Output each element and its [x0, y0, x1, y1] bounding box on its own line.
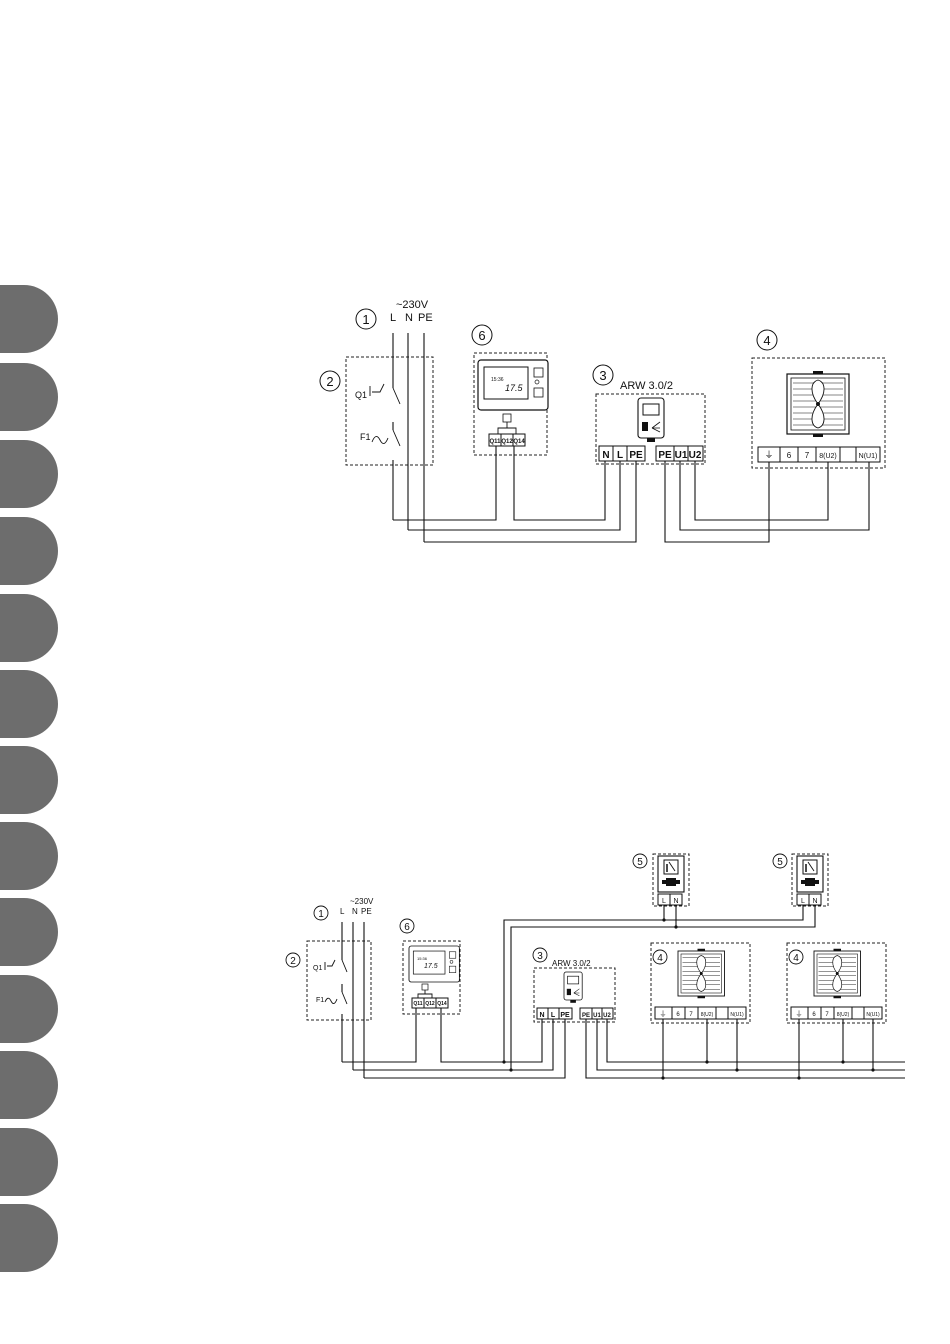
- callout-4b-bottom: 4: [789, 950, 803, 964]
- callout-4: 4: [757, 330, 777, 350]
- f1-label: F1: [360, 432, 371, 442]
- controller-box: ARW 3.0/2 N L PE PE U1 U2: [596, 380, 705, 464]
- svg-text:6: 6: [404, 922, 410, 933]
- controller-icon-bottom: [564, 972, 582, 1003]
- svg-text:N(U1): N(U1): [859, 453, 878, 460]
- svg-text:3: 3: [537, 951, 543, 962]
- callout-2: 2: [320, 371, 340, 391]
- valve-actuator-2: L N: [792, 854, 828, 906]
- svg-text:N: N: [673, 898, 678, 905]
- supply-n-label-bottom: N: [352, 907, 358, 916]
- callout-6: 6: [472, 325, 492, 345]
- fan-icon-bottom-1: [678, 949, 725, 999]
- fan-unit-box: ⏚ 6 7 8(U2) N(U1): [752, 358, 885, 468]
- switchgear-box-bottom: Q1 F1: [307, 922, 371, 1078]
- supply-n-label: N: [405, 312, 413, 324]
- q1-label: Q1: [355, 390, 367, 400]
- svg-text:6: 6: [787, 451, 792, 460]
- svg-text:17.5: 17.5: [505, 383, 524, 393]
- svg-text:Q11: Q11: [489, 439, 501, 445]
- svg-text:PE: PE: [560, 1012, 570, 1019]
- controller-name-bottom: ARW 3.0/2: [552, 959, 591, 968]
- svg-text:4: 4: [793, 953, 799, 964]
- callout-5a-bottom: 5: [633, 854, 647, 868]
- svg-text:1: 1: [362, 312, 369, 327]
- callout-1: 1: [356, 309, 376, 329]
- svg-text:U2: U2: [689, 450, 702, 461]
- svg-text:⏚: ⏚: [796, 1010, 803, 1018]
- thermostat-box-bottom: 15:36 17.5 Q11 Q12 Q14: [403, 941, 460, 1014]
- controller-icon: [638, 398, 664, 442]
- supply-pe-label: PE: [418, 312, 433, 324]
- svg-text:U1: U1: [593, 1013, 601, 1019]
- svg-text:5: 5: [637, 857, 643, 868]
- callout-5b-bottom: 5: [773, 854, 787, 868]
- svg-text:L: L: [617, 450, 623, 461]
- svg-text:L: L: [801, 898, 805, 905]
- supply-l-label-bottom: L: [340, 907, 345, 916]
- valve-actuator-1: L N: [653, 854, 689, 906]
- svg-text:Q14: Q14: [437, 1001, 447, 1007]
- svg-text:⏚: ⏚: [660, 1010, 667, 1018]
- q1-label-bottom: Q1: [313, 965, 322, 972]
- callout-1-bottom: 1: [314, 906, 328, 920]
- callout-3: 3: [593, 365, 613, 385]
- svg-text:2: 2: [290, 956, 296, 967]
- supply-voltage-bottom: ~230V: [350, 897, 374, 906]
- f1-label-bottom: F1: [316, 997, 324, 1004]
- svg-text:8(U2): 8(U2): [837, 1012, 850, 1018]
- callout-2-bottom: 2: [286, 953, 300, 967]
- svg-text:15:36: 15:36: [491, 377, 504, 383]
- svg-text:PE: PE: [582, 1013, 590, 1019]
- svg-text:8(U2): 8(U2): [819, 453, 837, 460]
- svg-text:7: 7: [805, 451, 810, 460]
- svg-text:Q11: Q11: [413, 1001, 422, 1007]
- svg-text:Q12: Q12: [501, 439, 513, 445]
- svg-text:PE: PE: [658, 450, 672, 461]
- fan-icon: [787, 371, 849, 437]
- svg-text:⏚: ⏚: [764, 450, 773, 460]
- callout-3-bottom: 3: [533, 948, 547, 962]
- svg-text:1: 1: [318, 909, 324, 920]
- valve-icon-1: [658, 856, 684, 892]
- svg-text:17.5: 17.5: [424, 963, 438, 970]
- diagram-bottom: ~230V L N PE 1 2 6 3 4 4 5: [286, 854, 905, 1080]
- supply-voltage: ~230V: [396, 299, 429, 311]
- svg-text:N: N: [602, 450, 609, 461]
- svg-text:4: 4: [763, 333, 770, 348]
- supply-l-label: L: [390, 312, 396, 324]
- callout-4a-bottom: 4: [653, 950, 667, 964]
- svg-text:PE: PE: [629, 450, 643, 461]
- svg-text:U2: U2: [603, 1013, 611, 1019]
- svg-text:2: 2: [326, 374, 333, 389]
- controller-box-bottom: ARW 3.0/2 N L PE PE U1 U2: [534, 959, 615, 1022]
- svg-text:5: 5: [777, 857, 783, 868]
- supply-pe-label-bottom: PE: [361, 907, 372, 916]
- svg-text:N: N: [812, 898, 817, 905]
- switchgear-box: Q1 F1: [346, 333, 433, 542]
- svg-text:Q14: Q14: [513, 439, 525, 445]
- fan-icon-bottom-2: [814, 949, 861, 999]
- valve-icon-2: [797, 856, 823, 892]
- svg-text:N(U1): N(U1): [730, 1012, 744, 1018]
- svg-text:15:36: 15:36: [417, 956, 428, 961]
- svg-text:3: 3: [599, 368, 606, 383]
- svg-text:4: 4: [657, 953, 663, 964]
- svg-text:6: 6: [478, 328, 485, 343]
- svg-text:U1: U1: [675, 450, 688, 461]
- svg-text:8(U2): 8(U2): [701, 1012, 714, 1018]
- controller-name: ARW 3.0/2: [620, 380, 673, 392]
- diagram-top: ~230V L N PE 1 2 6 3 4: [320, 299, 885, 542]
- thermostat-box: 15:36 17.5 Q11 Q12 Q14: [474, 353, 548, 455]
- svg-text:L: L: [662, 898, 666, 905]
- svg-text:L: L: [551, 1012, 556, 1019]
- svg-text:N: N: [539, 1012, 544, 1019]
- svg-text:Q12: Q12: [425, 1001, 435, 1007]
- svg-text:N(U1): N(U1): [866, 1012, 880, 1018]
- callout-6-bottom: 6: [400, 919, 414, 933]
